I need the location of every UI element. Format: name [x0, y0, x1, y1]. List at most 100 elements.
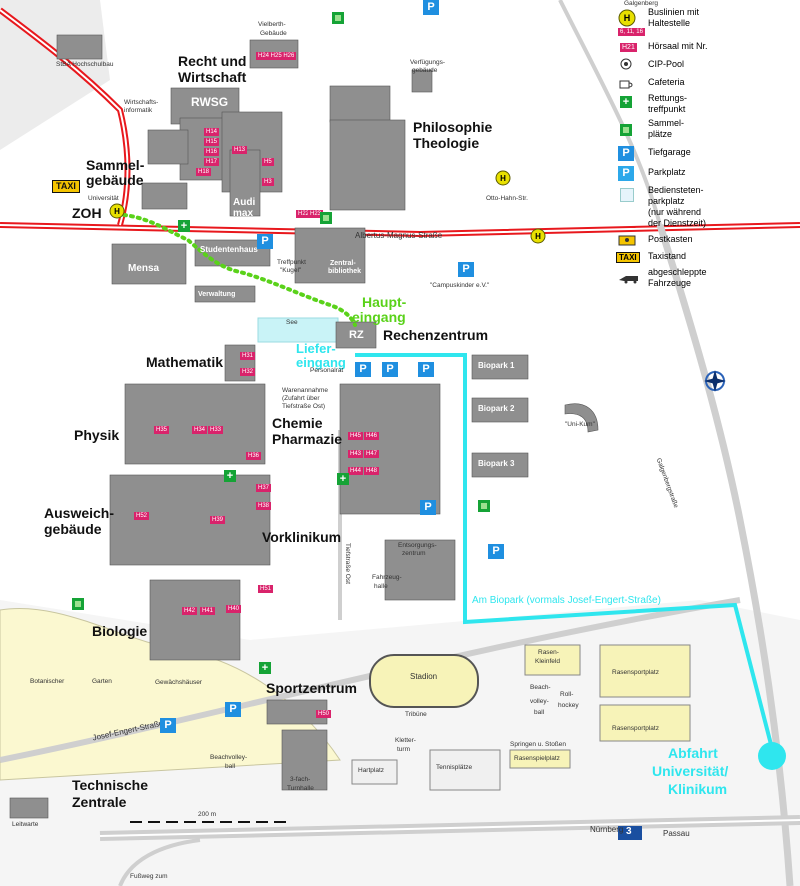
label-liefereingang-2: eingang	[296, 355, 346, 370]
legend-bus-lines: 6, 11, 16	[618, 28, 645, 36]
legend-mailbox-icon	[618, 235, 636, 246]
legend-text-9b: der Dienstzeit)	[648, 218, 707, 228]
assembly-point-icon-1	[332, 12, 344, 24]
rescue-point-icon-2: +	[224, 470, 236, 482]
philosophie-building-2	[329, 119, 406, 211]
label-beachvolley-2: ball	[225, 763, 236, 770]
label-tribuene: Tribüne	[405, 711, 427, 718]
label-ausweich: Ausweich-	[44, 505, 115, 521]
label-springen: Springen u. Stoßen	[510, 741, 567, 748]
technische-zentrale	[9, 797, 49, 819]
rescue-point-icon-3: +	[337, 473, 349, 485]
label-rz: RZ	[349, 329, 364, 341]
physik-buildings	[124, 383, 266, 465]
hall-h33: H33	[208, 426, 224, 434]
label-roll-2: hockey	[558, 702, 579, 709]
label-abfahrt-1: Abfahrt	[668, 745, 718, 761]
svg-text:H: H	[114, 207, 120, 216]
label-zentral-2: bibliothek	[328, 268, 362, 275]
label-fussweg: Fußweg zum	[130, 873, 168, 880]
label-rechenzentrum: Rechenzentrum	[383, 327, 489, 343]
label-see: See	[286, 319, 298, 326]
hall-h14: H14	[204, 128, 220, 136]
lake	[257, 317, 339, 343]
label-vorklinikum: Vorklinikum	[262, 529, 342, 545]
walking-route-green	[122, 213, 357, 327]
label-a3: 3	[626, 826, 632, 837]
legend-assembly-point-icon	[620, 124, 632, 136]
label-zentral-1: Zentral-	[330, 260, 356, 267]
parking-icon-6: P	[420, 500, 436, 515]
legend-text-10: Postkasten	[648, 234, 693, 244]
label-haupteingang-1: Haupt-	[362, 294, 407, 310]
label-gewaechs: Gewächshäuser	[155, 679, 202, 686]
label-universitaet-stop: Universität	[88, 195, 119, 202]
assembly-point-icon-4	[320, 212, 332, 224]
hall-h45: H45	[348, 432, 364, 440]
label-scale: 200 m	[198, 811, 217, 818]
label-rasen-kleinfeld-1: Rasen-	[538, 649, 559, 656]
label-fahrzeug-1: Fahrzeug-	[372, 574, 402, 581]
verfuegungs-building	[411, 69, 433, 93]
label-sammel: Sammel-	[86, 157, 145, 173]
biopark-2	[471, 397, 529, 423]
label-tennis: Tennisplätze	[436, 764, 473, 771]
label-entsorgung-2: zentrum	[402, 550, 426, 557]
label-mathematik: Mathematik	[146, 354, 224, 370]
legend-text-8a: Bediensteten-	[648, 185, 704, 195]
label-wirtinf-1: Wirtschafts-	[124, 99, 159, 106]
legend-text-7: Parkplatz	[648, 167, 686, 177]
legend-text-5a: Sammel-	[648, 118, 685, 128]
label-chemie: Chemie	[272, 415, 323, 431]
label-biopark-3: Biopark 3	[478, 459, 515, 468]
rasen-kleinfeld	[524, 644, 581, 676]
legend-staff-parking-icon	[620, 188, 634, 202]
legend-galgenberg: Galgenberg	[624, 0, 658, 7]
label-fahrzeug-2: halle	[374, 583, 388, 590]
label-studentenhaus: Studentenhaus	[200, 245, 258, 254]
hall-h50: H50	[316, 710, 332, 718]
label-theologie: Theologie	[413, 135, 480, 151]
hall-h48: H48	[364, 467, 380, 475]
label-beach-3: ball	[534, 709, 545, 716]
ausweich-buildings	[109, 474, 271, 566]
bus-stop-icon-otto-hahn: H	[495, 170, 511, 186]
label-hartplatz: Hartplatz	[358, 767, 385, 774]
hall-h16: H16	[204, 148, 220, 156]
label-vielberth-1: Vielberth-	[258, 21, 286, 28]
legend-bus-stop-icon: H	[618, 9, 636, 27]
legend-text-12a: abgeschleppte	[648, 267, 707, 277]
unikum-building	[564, 403, 599, 433]
label-zoh: ZOH	[72, 205, 102, 221]
hall-h34: H34	[192, 426, 208, 434]
label-stba: StBA Hochschulbau	[56, 61, 114, 68]
sammelgebaeude	[147, 129, 189, 165]
label-beach-2: volley-	[530, 698, 549, 705]
label-verfuegung-1: Verfügungs-	[410, 59, 446, 66]
label-dreifach-1: 3-fach-	[290, 776, 311, 783]
label-biologie: Biologie	[92, 623, 148, 639]
label-ausweich-gebaeude: gebäude	[44, 521, 102, 537]
label-kletter-1: Kletter-	[395, 737, 416, 744]
legend-text-0b: Haltestelle	[648, 18, 691, 28]
label-sportzentrum: Sportzentrum	[266, 680, 357, 696]
rescue-point-icon-1: +	[178, 220, 190, 232]
hall-h41: H41	[200, 607, 216, 615]
parking-icon-5: P	[355, 362, 371, 377]
stadium	[369, 654, 479, 708]
hall-h23: H23	[308, 210, 324, 218]
label-beach-1: Beach-	[530, 684, 551, 691]
label-wirtinf-2: informatik	[124, 107, 153, 114]
bus-stop-icon-east: H	[530, 228, 546, 244]
hall-h31: H31	[240, 352, 256, 360]
parking-icon-4: P	[382, 362, 398, 377]
label-rasen-kleinfeld-2: Kleinfeld	[535, 658, 560, 665]
label-zentrale: Zentrale	[72, 794, 127, 810]
verwaltung	[194, 285, 256, 303]
label-rasenspielplatz: Rasenspielplatz	[514, 755, 560, 762]
rescue-point-icon-4: +	[259, 662, 271, 674]
label-botanischer: Botanischer	[30, 678, 65, 685]
parking-icon-9: P	[160, 718, 176, 733]
legend-text-3: Cafeteria	[648, 77, 685, 87]
label-campuskinder: "Campuskinder e.V."	[430, 282, 490, 289]
